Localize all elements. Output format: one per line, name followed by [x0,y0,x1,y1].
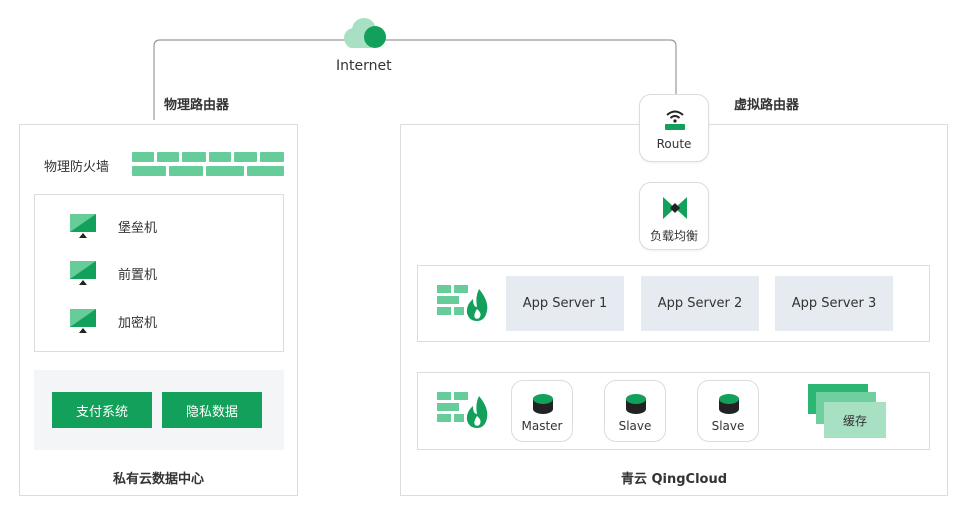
device-label: 加密机 [118,315,158,331]
load-balancer-icon [663,197,687,219]
db-master-node: Master [511,380,573,442]
db-label: Master [521,419,563,433]
app-server-2: App Server 2 [641,276,759,331]
virtual-router-label: 虚拟路由器 [734,98,800,113]
load-balancer-label: 负载均衡 [649,229,698,243]
monitor-icon [70,261,96,285]
line-internet-virtual-router [384,39,677,94]
device-label: 前置机 [118,267,158,283]
cloud-icon [344,18,386,48]
firewall-icon [437,285,488,321]
database-icon [626,394,646,414]
private-datacenter-caption: 私有云数据中心 [112,472,204,487]
line-internet-physical-router [153,39,348,120]
route-node: Route [639,94,709,162]
db-slave-node: Slave [697,380,759,442]
db-slave-node: Slave [604,380,666,442]
route-label: Route [656,137,692,151]
database-icon [533,394,553,414]
device-box [34,194,284,352]
app-server-3: App Server 3 [775,276,893,331]
db-label: Slave [711,419,745,433]
physical-firewall-label: 物理防火墙 [44,160,110,175]
cache-box: 缓存 [824,402,886,438]
monitor-icon [70,214,96,238]
payment-system-box: 支付系统 [52,392,152,428]
internet-label: Internet [336,58,392,74]
firewall-bricks-icon [132,152,284,178]
device-label: 堡垒机 [118,220,158,236]
load-balancer-node: 负载均衡 [639,182,709,250]
database-icon [719,394,739,414]
wifi-router-icon [665,110,685,130]
device-row: 加密机 [70,309,157,333]
db-label: Slave [618,419,652,433]
physical-router-label: 物理路由器 [164,98,230,113]
device-row: 前置机 [70,261,157,285]
app-server-1: App Server 1 [506,276,624,331]
qingcloud-caption: 青云 QingCloud [620,472,728,487]
device-row: 堡垒机 [70,214,157,238]
firewall-icon [437,392,488,428]
private-data-box: 隐私数据 [162,392,262,428]
monitor-icon [70,309,96,333]
